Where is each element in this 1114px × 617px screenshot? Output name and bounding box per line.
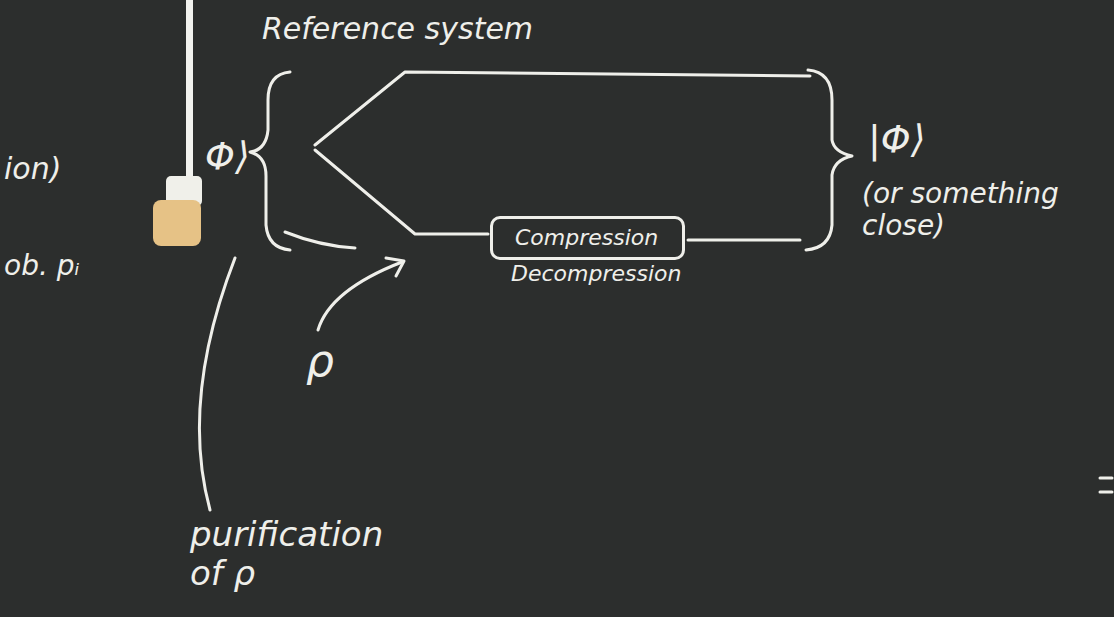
chalk-label: ρ [306, 336, 346, 387]
chalk-label: |Φ⟩ [868, 118, 968, 162]
chalk-label: Reference system [262, 12, 562, 47]
chalk-label: Φ⟩ [205, 135, 265, 179]
reference-wire [315, 72, 810, 145]
box-caption: Decompression [511, 261, 681, 286]
chalk-mark [1100, 478, 1112, 492]
curly-brace [806, 70, 852, 250]
leader-line [199, 258, 235, 510]
chalk-label: purification of ρ [190, 515, 420, 593]
microphone-capsule [153, 200, 201, 246]
system-wire [688, 239, 800, 242]
box-title: Compression [493, 219, 682, 250]
microphone-cable [186, 0, 193, 182]
pointer-arrow [318, 262, 402, 330]
brace-tail [285, 232, 355, 248]
chalk-label: (or something close) [862, 178, 1102, 242]
arrow-head [386, 258, 404, 276]
chalk-label: ob. pᵢ [4, 250, 124, 282]
curly-brace [250, 72, 290, 250]
process-box: CompressionDecompression [490, 216, 685, 260]
system-wire [315, 150, 488, 234]
chalk-label: ion) [4, 152, 114, 187]
